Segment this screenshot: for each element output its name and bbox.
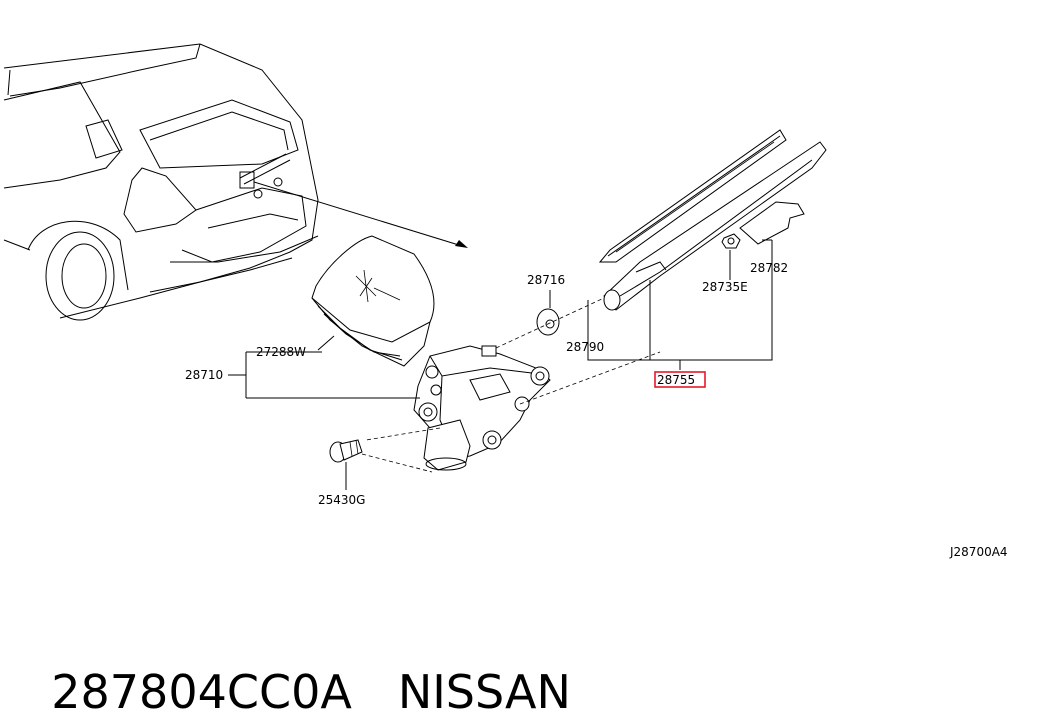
callout-28735e: 28735E	[702, 280, 748, 294]
leader-lines	[228, 239, 773, 490]
vehicle-illustration	[3, 43, 319, 321]
diagram-code: J28700A4	[949, 545, 1008, 559]
bolt-25430g	[329, 439, 363, 463]
part-number: 287804CC0A	[51, 665, 352, 719]
wiper-arm-blade	[598, 129, 827, 311]
callout-28782: 28782	[750, 261, 788, 275]
wiper-motor-28710	[413, 345, 551, 471]
location-arrow-line	[253, 181, 463, 247]
callout-28710: 28710	[185, 368, 223, 382]
callout-25430g: 25430G	[318, 493, 365, 507]
callout-28790: 28790	[566, 340, 604, 354]
callout-28716: 28716	[527, 273, 565, 287]
brand-name: NISSAN	[397, 665, 571, 719]
washer-28716	[536, 290, 560, 336]
assembly-dash-lines	[361, 297, 661, 473]
part-caption: 287804CC0A NISSAN	[22, 596, 571, 719]
callout-28755: 28755	[657, 373, 695, 387]
location-arrow-head	[455, 240, 468, 248]
callout-27288w: 27288W	[256, 345, 306, 359]
motor-cover-27288w	[311, 235, 435, 367]
wiper-parts-diagram: 28716 27288W 28710 28790 28735E 28782 28…	[3, 43, 1008, 559]
callout-28755-highlight	[654, 371, 706, 388]
